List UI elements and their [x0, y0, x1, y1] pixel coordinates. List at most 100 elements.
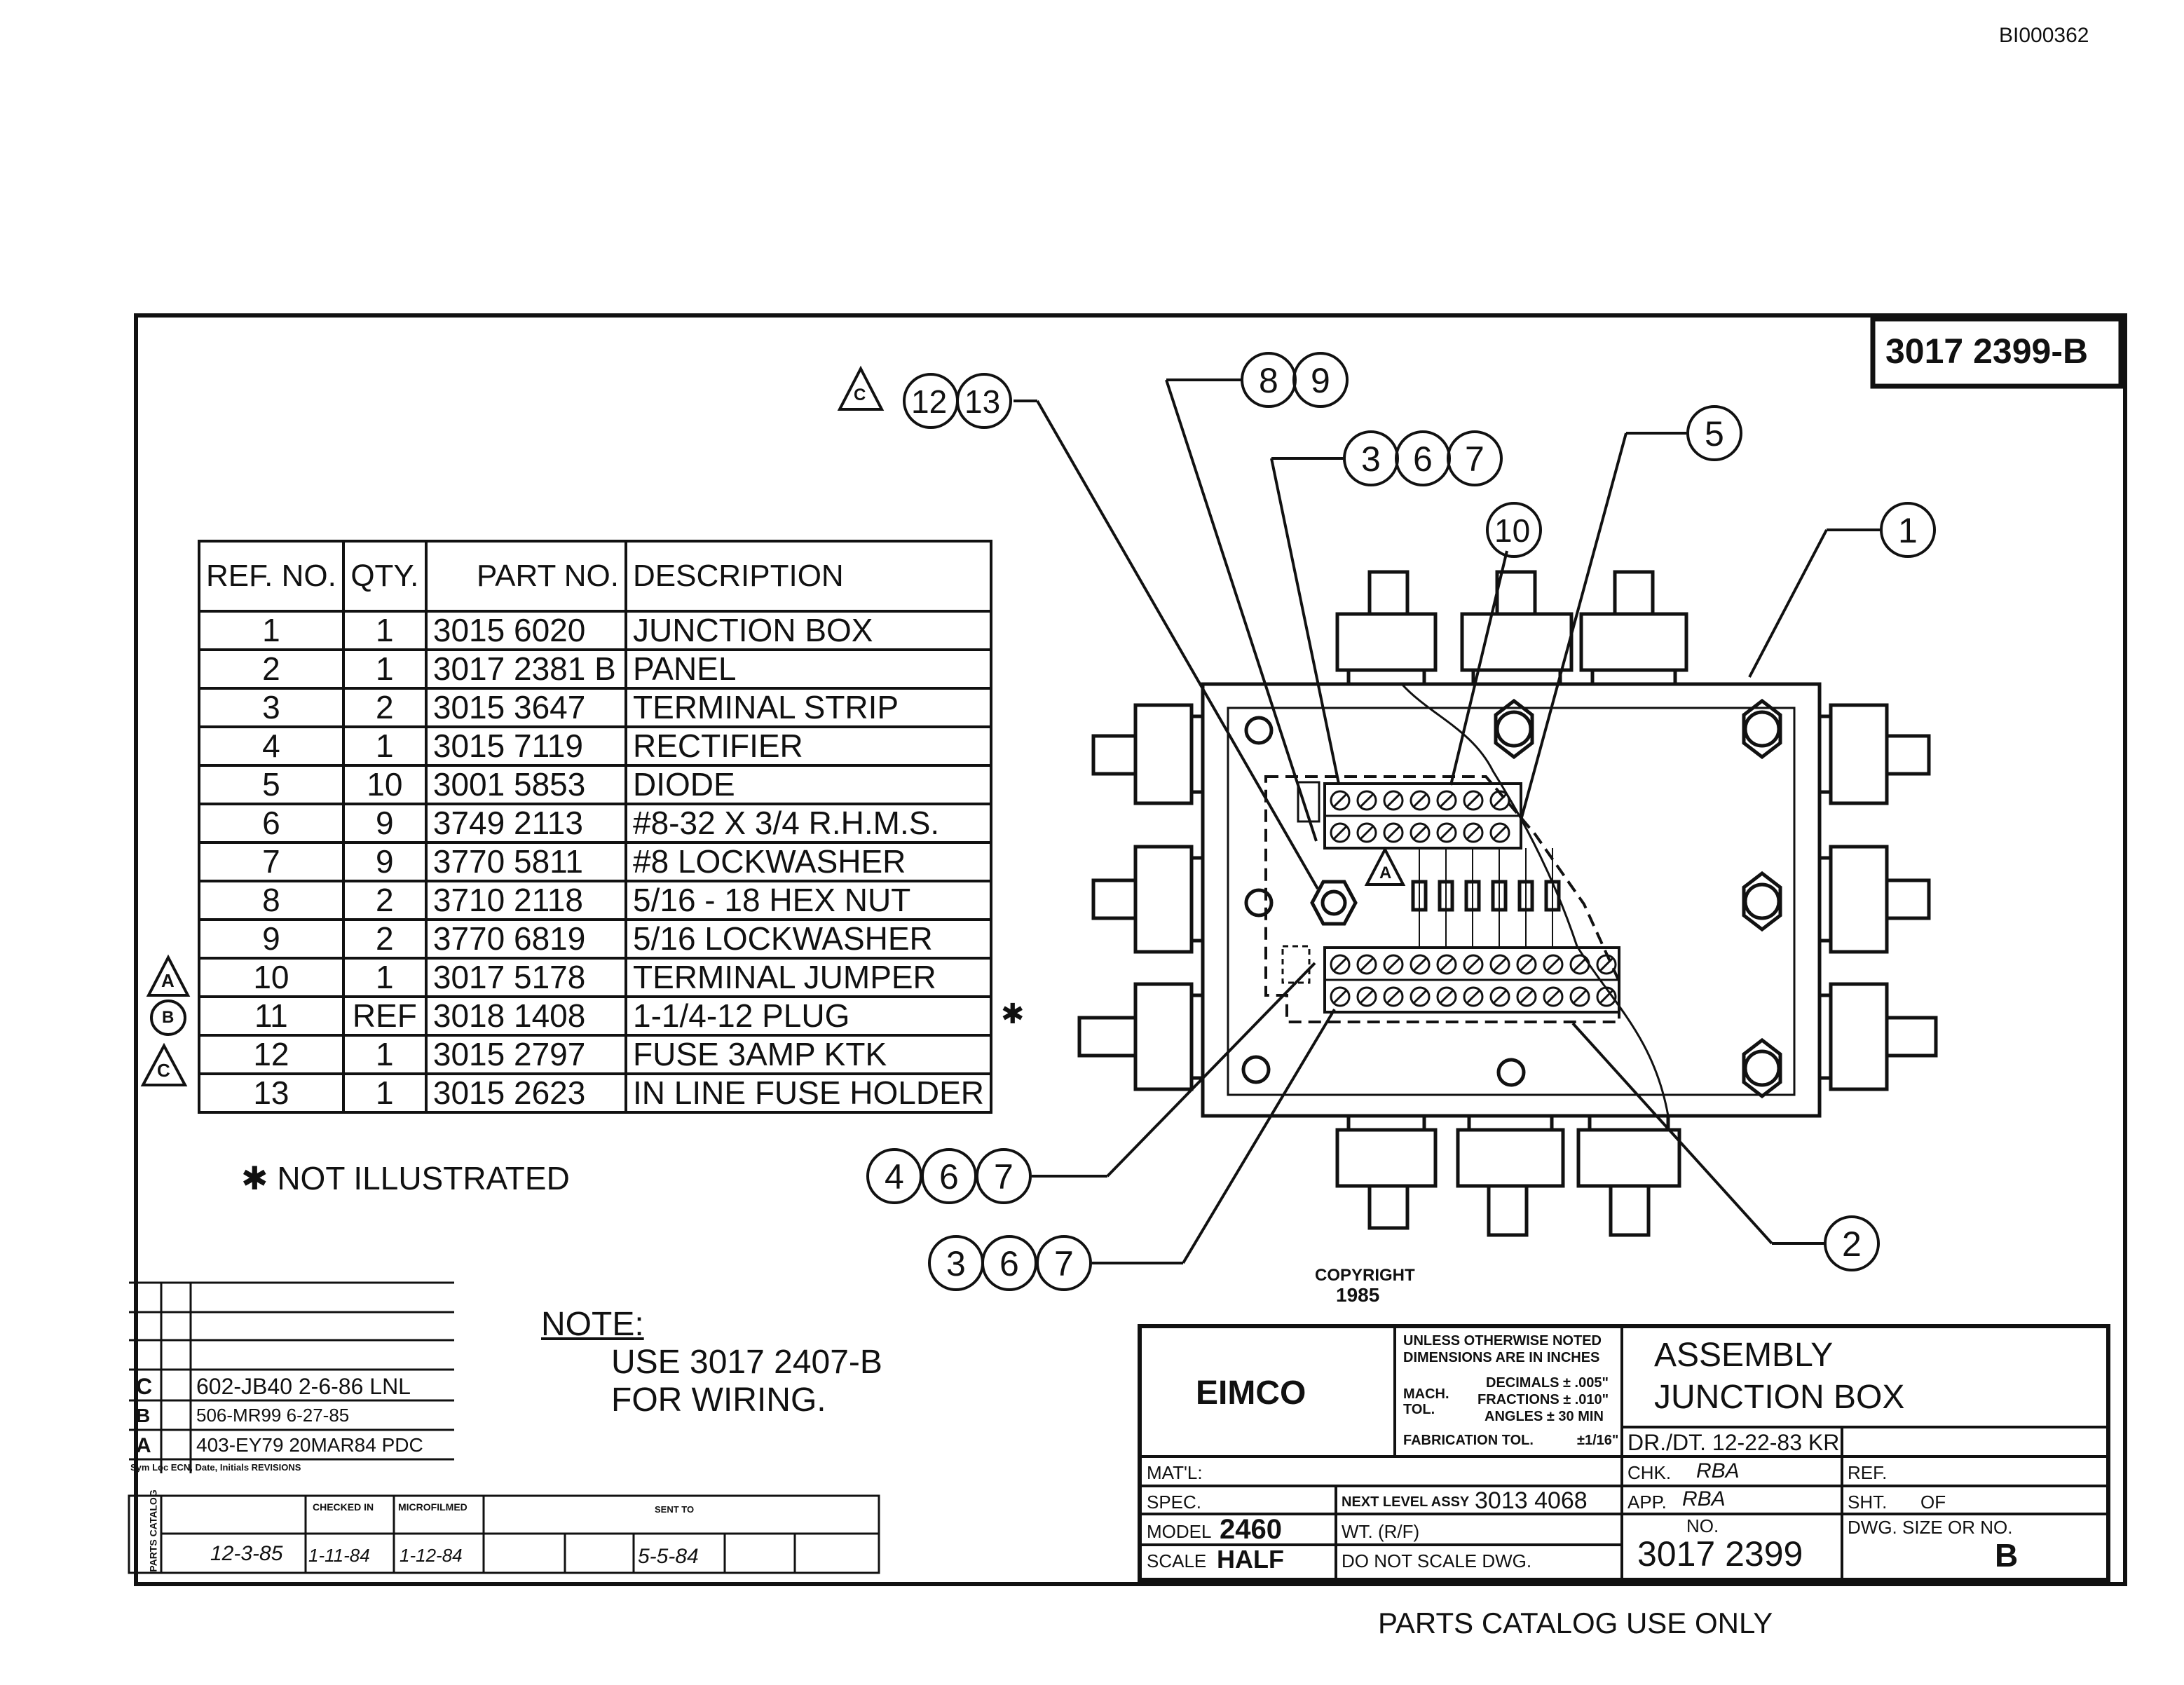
terminal-screw	[1569, 986, 1590, 1007]
callout-triangle-a: A	[1379, 864, 1392, 882]
terminal-screw-slot	[1359, 989, 1374, 1004]
sheet-of-label: OF	[1920, 1492, 1946, 1513]
cell-desc: #8 LOCKWASHER	[625, 841, 992, 882]
terminal-screw-slot	[1332, 989, 1348, 1004]
checked-in-label: CHECKED IN	[313, 1501, 374, 1513]
microfilmed-label: MICROFILMED	[398, 1501, 467, 1513]
terminal-screw	[1463, 822, 1484, 843]
cell-ref: 5	[198, 764, 345, 805]
parts-table-header: REF. NO. QTY. PART NO. DESCRIPTION	[198, 540, 992, 613]
copyright-year: 1985	[1336, 1284, 1380, 1306]
terminal-screw	[1410, 986, 1431, 1007]
cell-qty: 2	[341, 687, 428, 728]
next-level-value: 3013 4068	[1475, 1487, 1588, 1514]
sheet-label: SHT.	[1848, 1492, 1888, 1513]
terminal-screw-slot	[1439, 825, 1454, 840]
company-name: EIMCO	[1196, 1374, 1306, 1412]
cell-part: 3015 7119	[424, 725, 628, 767]
cell-qty: 10	[341, 764, 428, 805]
terminal-screw-slot	[1412, 957, 1428, 972]
terminal-screw-slot	[1492, 989, 1508, 1004]
leader-lines	[1013, 378, 1880, 1264]
cell-ref: 9	[198, 918, 345, 960]
terminal-screw	[1569, 954, 1590, 975]
note-line-1: USE 3017 2407-B	[611, 1344, 882, 1381]
document-id: BI000362	[1999, 24, 2089, 47]
cell-qty: 1	[341, 1034, 428, 1075]
cell-desc: 5/16 LOCKWASHER	[625, 918, 992, 960]
approved-value: RBA	[1682, 1487, 1726, 1510]
title-line-2: JUNCTION BOX	[1654, 1379, 1905, 1416]
terminal-screw-slot	[1572, 989, 1588, 1004]
cell-ref: 6	[198, 803, 345, 844]
number-label: NO.	[1686, 1515, 1719, 1536]
cell-part: 3710 2118	[424, 880, 628, 921]
scale-value: HALF	[1217, 1545, 1284, 1574]
checked-label: CHK.	[1627, 1462, 1672, 1483]
terminal-screw-slot	[1386, 825, 1401, 840]
callout-7-lower: 7	[1054, 1244, 1074, 1283]
callout-3-lower: 3	[946, 1244, 966, 1283]
catalog-date-4: 5-5-84	[638, 1545, 699, 1568]
terminal-screw	[1489, 790, 1510, 811]
cell-ref: 10	[198, 957, 345, 998]
sent-to-label: SENT TO	[655, 1504, 695, 1515]
terminal-screw-slot	[1519, 957, 1534, 972]
note-line-2: FOR WIRING.	[611, 1382, 826, 1419]
rev-marker-a: A	[161, 970, 175, 991]
cell-qty: 2	[341, 918, 428, 960]
header-qty: QTY.	[341, 540, 428, 613]
callout-6-middle: 6	[939, 1157, 959, 1196]
terminal-screw-slot	[1599, 957, 1614, 972]
terminal-screw	[1596, 954, 1617, 975]
cell-part: 3017 2381 B	[424, 648, 628, 690]
cell-part: 3015 2797	[424, 1034, 628, 1075]
terminal-screw	[1383, 986, 1404, 1007]
revision-block-lines	[128, 1281, 880, 1574]
catalog-strip-label: PARTS CATALOG	[147, 1489, 159, 1572]
header-description: DESCRIPTION	[625, 540, 992, 613]
terminal-screw-slot	[1519, 989, 1534, 1004]
cell-part: 3018 1408	[424, 995, 628, 1037]
terminal-screw	[1330, 822, 1351, 843]
junction-box-illustration	[1077, 570, 1938, 1237]
terminal-screw	[1489, 954, 1510, 975]
terminal-screw-slot	[1332, 957, 1348, 972]
rev-row-c-letter: C	[136, 1374, 153, 1399]
cell-ref: 13	[198, 1072, 345, 1114]
cell-ref: 1	[198, 610, 345, 651]
fractions-tolerance: FRACTIONS ± .010"	[1477, 1392, 1609, 1407]
cell-desc: TERMINAL JUMPER	[625, 957, 992, 998]
cell-desc: PANEL	[625, 648, 992, 690]
cell-desc: FUSE 3AMP KTK	[625, 1034, 992, 1075]
terminal-screw-slot	[1386, 793, 1401, 808]
terminal-screw-slot	[1359, 825, 1374, 840]
cell-qty: 1	[341, 1072, 428, 1114]
terminal-screw-slot	[1439, 793, 1454, 808]
cell-desc: IN LINE FUSE HOLDER	[625, 1072, 992, 1114]
terminal-screw	[1516, 986, 1537, 1007]
cell-part: 3017 5178	[424, 957, 628, 998]
terminal-screw	[1330, 790, 1351, 811]
callout-2: 2	[1842, 1224, 1862, 1264]
terminal-screw	[1463, 986, 1484, 1007]
revision-triangles	[140, 365, 1406, 1086]
terminal-screw	[1410, 790, 1431, 811]
terminal-screw-slot	[1439, 989, 1454, 1004]
cell-ref: 12	[198, 1034, 345, 1075]
terminal-screws	[1330, 790, 1617, 1007]
terminal-screw	[1330, 954, 1351, 975]
callout-1: 1	[1898, 511, 1918, 550]
cell-desc: 5/16 - 18 HEX NUT	[625, 880, 992, 921]
rev-row-c-text: 602-JB40 2-6-86 LNL	[196, 1374, 411, 1399]
terminal-screw-slot	[1545, 989, 1561, 1004]
terminal-screw-slot	[1332, 825, 1348, 840]
terminal-screw	[1383, 790, 1404, 811]
